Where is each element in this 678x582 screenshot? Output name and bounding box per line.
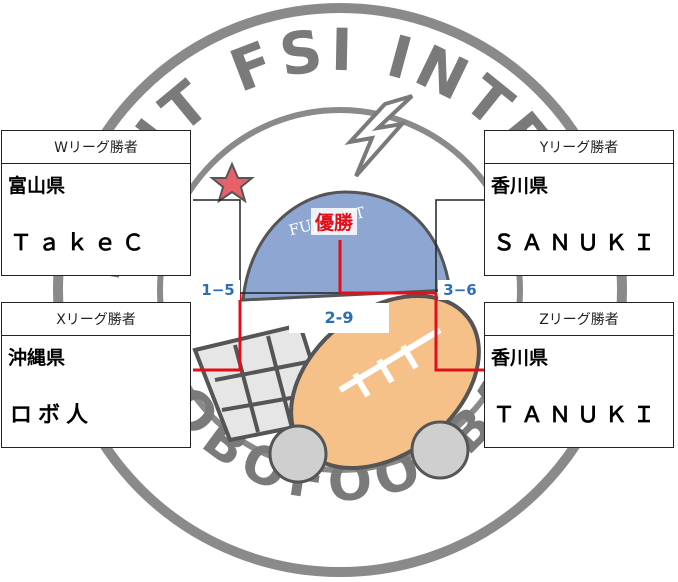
logo-wheel-right: [410, 420, 470, 480]
semi-right-score: 3−6: [438, 280, 482, 300]
team-name: ＳＡＮＵＫＩ: [493, 231, 662, 256]
team-name: ＴＡＮＵＫＩ: [493, 403, 662, 428]
team-name: ＴａｋｅＣ: [10, 231, 151, 256]
league-label: Yリーグ勝者: [485, 131, 673, 164]
champion-label: 優勝: [311, 208, 358, 235]
bracket-line-z-winner: [434, 293, 484, 372]
star-icon: [209, 161, 255, 204]
team-card-x: Xリーグ勝者 沖縄県 ロボ人: [1, 302, 191, 448]
prefecture: 香川県: [491, 175, 549, 197]
bracket-line-w: [193, 199, 241, 293]
team-card-w: Wリーグ勝者 富山県 ＴａｋｅＣ: [1, 130, 191, 276]
logo-wheel-left: [268, 424, 328, 484]
prefecture: 富山県: [8, 175, 66, 197]
team-name: ロボ人: [10, 403, 95, 428]
football-laces-icon: [338, 327, 442, 398]
final-score: 2-9: [289, 303, 389, 333]
bracket-line-x-winner: [193, 293, 242, 372]
league-label: Wリーグ勝者: [2, 131, 190, 164]
lightning-icon: [344, 94, 414, 178]
team-card-y: Yリーグ勝者 香川県 ＳＡＮＵＫＩ: [484, 130, 674, 276]
bracket-line-y: [435, 199, 484, 293]
prefecture: 香川県: [491, 347, 549, 369]
semi-left-score: 1−5: [196, 280, 240, 300]
team-card-z: Zリーグ勝者 香川県 ＴＡＮＵＫＩ: [484, 302, 674, 448]
league-label: Xリーグ勝者: [2, 303, 190, 336]
helmet-dome: [241, 190, 452, 302]
prefecture: 沖縄県: [8, 347, 66, 369]
league-label: Zリーグ勝者: [485, 303, 673, 336]
